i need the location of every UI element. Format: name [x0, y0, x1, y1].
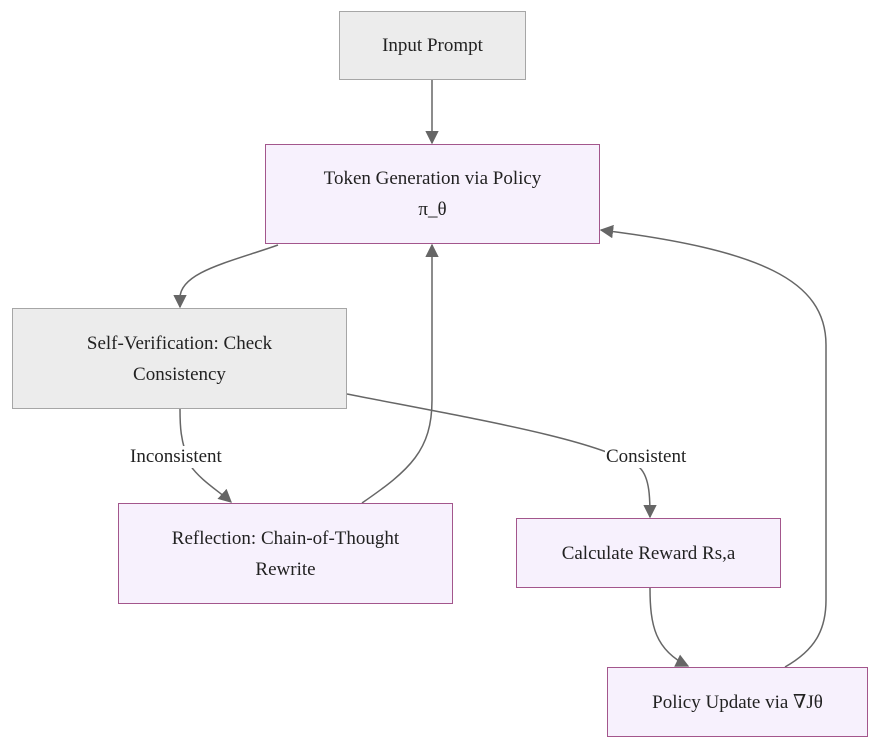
edge-reflection-to-token [361, 243, 439, 504]
self-verification-label: Self-Verification: Check [86, 332, 273, 354]
token-generation-label: Token Generation via Policy [323, 168, 542, 189]
reflection-label: Reflection: Chain-of-Thought [171, 527, 400, 549]
input-prompt-node: Input Prompt [339, 11, 526, 80]
calculate-reward-node: Calculate Reward Rs,a [516, 518, 781, 588]
calculate-reward-label: Calculate Reward Rs,a [561, 542, 736, 564]
edge-update-to-token [599, 224, 827, 668]
reflection-label-line2: Rewrite [255, 558, 316, 580]
reflection-node: Reflection: Chain-of-Thought Rewrite [118, 503, 453, 604]
token-generation-policy-symbol: π_θ [418, 199, 447, 220]
self-verification-label-line2: Consistency [133, 363, 226, 385]
token-generation-node: Token Generation via Policy π_θ [265, 144, 600, 244]
self-verification-node: Self-Verification: Check Consistency [12, 308, 347, 409]
policy-update-node: Policy Update via ∇Jθ [607, 667, 868, 737]
policy-update-label: Policy Update via ∇Jθ [652, 691, 823, 713]
edge-verification-to-reward [346, 393, 657, 519]
edge-reward-to-update [649, 587, 690, 667]
edge-token-to-verification [173, 244, 279, 309]
edge-label-consistent: Consistent [605, 446, 688, 468]
edge-label-inconsistent: Inconsistent [129, 446, 223, 468]
input-prompt-label: Input Prompt [382, 35, 483, 56]
